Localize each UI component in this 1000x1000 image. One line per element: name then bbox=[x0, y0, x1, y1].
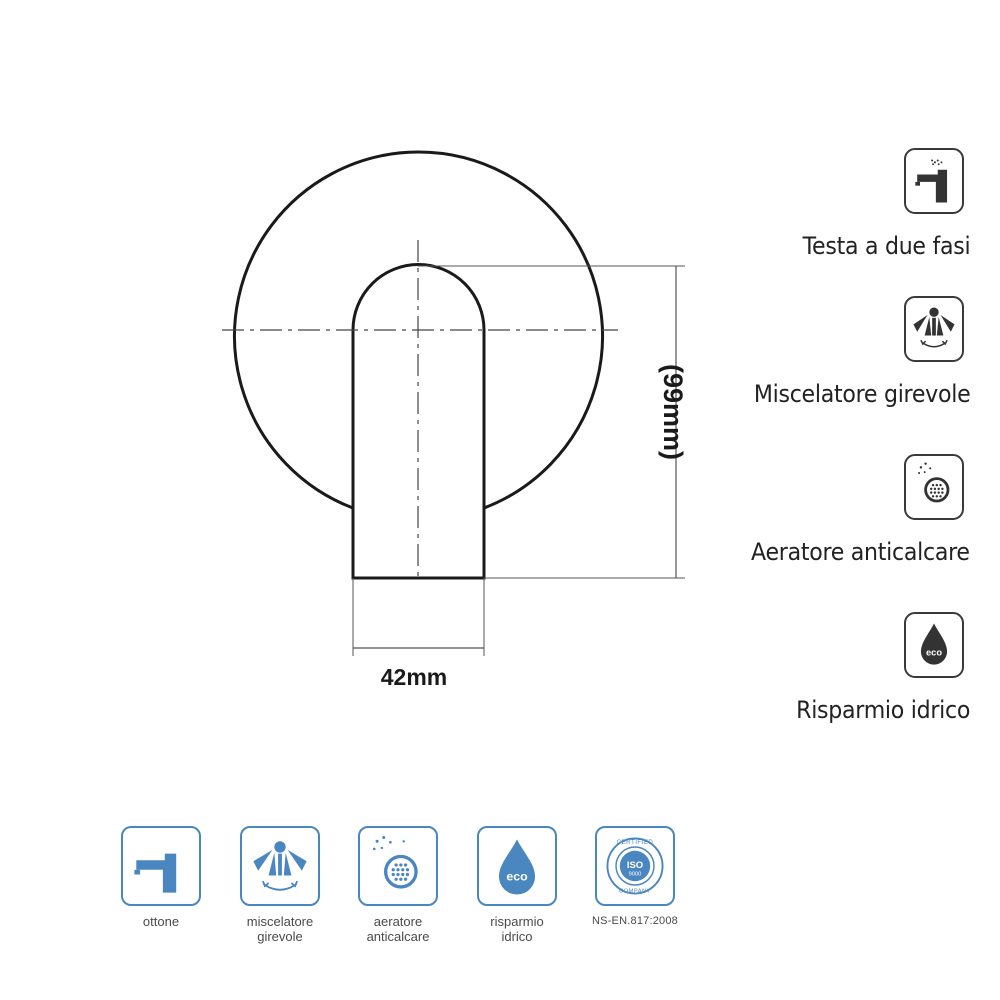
badge-label-line: girevole bbox=[257, 929, 303, 944]
badge-label: NS-EN.817:2008 bbox=[583, 914, 687, 929]
certified-text: CERTIFIED bbox=[617, 839, 654, 846]
feature-label: Risparmio idrico bbox=[796, 696, 970, 724]
badge-label: risparmio idrico bbox=[475, 914, 559, 944]
faucet-icon bbox=[904, 148, 964, 214]
eco-drop-icon: eco bbox=[477, 826, 557, 906]
badge-label-line: idrico bbox=[501, 929, 533, 944]
feature-anti-limescale-aerator: Aeratore anticalcare bbox=[670, 454, 970, 574]
badge-label-line: ottone bbox=[142, 914, 180, 929]
eco-text: eco bbox=[506, 869, 528, 883]
feature-two-phase-head: Testa a due fasi bbox=[670, 148, 970, 268]
badge-label-line: risparmio bbox=[490, 914, 544, 929]
height-dimension-label: (99mm) bbox=[658, 364, 688, 460]
swivel-spray-icon bbox=[904, 296, 964, 362]
badge-water-saving: eco risparmio idrico bbox=[475, 826, 559, 944]
eco-text: eco bbox=[926, 647, 942, 657]
width-dimension-label: 42mm bbox=[381, 664, 447, 690]
aerator-icon bbox=[904, 454, 964, 520]
badge-label: miscelatore girevole bbox=[238, 914, 322, 944]
badge-label-line: miscelatore bbox=[246, 914, 314, 929]
badge-aerator: aeratore anticalcare bbox=[356, 826, 440, 944]
feature-label: Testa a due fasi bbox=[802, 232, 970, 260]
badge-certification: ISO 9000 CERTIFIED COMPANY NS-EN.817:200… bbox=[592, 826, 678, 929]
badge-label-line: NS-EN.817:2008 bbox=[592, 915, 678, 927]
eco-drop-icon: eco bbox=[904, 612, 964, 678]
badge-label-line: aeratore bbox=[373, 914, 423, 929]
iso-text: ISO bbox=[627, 860, 643, 871]
feature-label: Aeratore anticalcare bbox=[751, 538, 970, 566]
feature-swivel-mixer: Miscelatore girevole bbox=[670, 296, 970, 416]
feature-water-saving: eco Risparmio idrico bbox=[670, 612, 970, 732]
iso-number-text: 9000 bbox=[629, 872, 642, 878]
aerator-icon bbox=[358, 826, 438, 906]
wall-plate-outline bbox=[233, 150, 604, 510]
badge-label: ottone bbox=[119, 914, 203, 929]
faucet-icon bbox=[121, 826, 201, 906]
badge-label-line: anticalcare bbox=[366, 929, 430, 944]
feature-label: Miscelatore girevole bbox=[753, 380, 970, 408]
badge-swivel-mixer: miscelatore girevole bbox=[238, 826, 322, 944]
badge-label: aeratore anticalcare bbox=[356, 914, 440, 944]
iso-certified-icon: ISO 9000 CERTIFIED COMPANY bbox=[595, 826, 675, 906]
spout-outline bbox=[351, 263, 486, 580]
company-text: COMPANY bbox=[619, 889, 651, 895]
badge-brass: ottone bbox=[119, 826, 203, 929]
swivel-spray-icon bbox=[240, 826, 320, 906]
